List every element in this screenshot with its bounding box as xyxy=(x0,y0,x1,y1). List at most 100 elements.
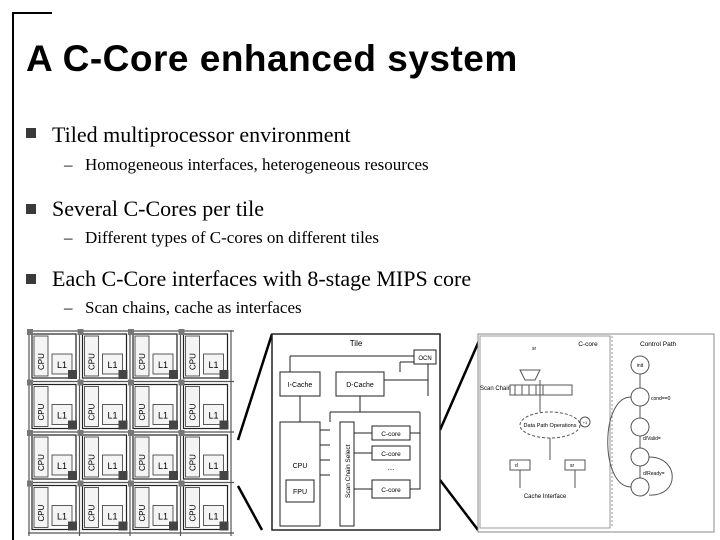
tile-cpu-block xyxy=(33,436,49,478)
tile-switch xyxy=(178,379,185,386)
tile-l1-label: L1 xyxy=(57,512,67,522)
tile-cpu-label: CPU xyxy=(88,353,97,370)
tile-switch xyxy=(27,480,33,487)
ccore-label: C-core xyxy=(381,451,401,458)
tile-cpu-label: CPU xyxy=(138,454,147,471)
sub-bullet-text: Scan chains, cache as interfaces xyxy=(85,298,302,317)
ocn-block xyxy=(413,349,437,365)
tile-router xyxy=(219,420,229,430)
tile-cpu-block xyxy=(185,487,200,528)
data-path-ops-label: Data Path Operations xyxy=(524,423,577,429)
tile-router xyxy=(68,521,77,531)
tile-router xyxy=(169,420,178,430)
tile-switch xyxy=(128,430,134,436)
tile-l1-label: L1 xyxy=(57,411,67,421)
tile-l1-label: L1 xyxy=(208,512,218,522)
state-label: d/Valid= xyxy=(643,436,661,442)
tile-l1-block xyxy=(51,454,73,476)
ccore-label: C-core xyxy=(381,487,401,494)
zoom-line xyxy=(438,333,484,431)
tile-l1-block xyxy=(51,404,73,425)
tile-cpu-block xyxy=(134,436,150,478)
tile-cpu-label: CPU xyxy=(37,403,46,420)
tile-cpu-block xyxy=(84,335,99,377)
tile-cpu-label: CPU xyxy=(189,454,198,471)
tile-router xyxy=(68,370,77,379)
tile-cpu-block xyxy=(33,386,49,427)
tile-l1-block xyxy=(152,454,174,476)
tile-router xyxy=(118,420,128,430)
tile-switch xyxy=(27,430,33,436)
bullet-text: Tiled multiprocessor environment xyxy=(52,122,351,147)
tile-l1-label: L1 xyxy=(107,461,117,471)
tile-cpu-block xyxy=(134,487,150,528)
tile-l1-block xyxy=(102,404,123,425)
sub-dash: – xyxy=(64,298,73,317)
cache-interface-label: Cache Interface xyxy=(524,494,567,500)
ccore-detail: C-core Control Path Scan Chain Data Path… xyxy=(477,333,715,533)
tile-cpu-block xyxy=(84,487,99,528)
tile-cpu-label: CPU xyxy=(37,353,46,370)
tile-cpu-block xyxy=(84,386,99,427)
tile-switch xyxy=(128,480,134,487)
bullet-marker xyxy=(26,204,36,214)
tile-l1-block xyxy=(51,505,73,526)
icache-block xyxy=(279,371,321,397)
tile-cpu-block xyxy=(134,386,150,427)
tile-router xyxy=(169,471,178,480)
ccore-label: C-core xyxy=(381,431,401,438)
frame-top-line xyxy=(12,12,52,14)
tile-switch xyxy=(27,379,33,386)
tile-l1-label: L1 xyxy=(158,360,168,370)
tile-cpu-label: CPU xyxy=(189,504,198,521)
tile-l1-label: L1 xyxy=(107,360,117,370)
tile-cpu-block xyxy=(134,335,150,377)
icache-label: I-Cache xyxy=(288,382,313,389)
tile-cpu-block xyxy=(185,386,200,427)
zoom-line xyxy=(236,333,274,441)
tile-l1-block xyxy=(152,505,174,526)
tile-switch xyxy=(128,379,134,386)
tile-l1-block xyxy=(203,454,224,476)
tile-cpu-label: CPU xyxy=(138,504,147,521)
tile-switch xyxy=(128,329,134,335)
tile-l1-block xyxy=(152,404,174,425)
scan-chain-select xyxy=(339,421,355,527)
tile-switch xyxy=(178,329,185,335)
sub-bullet-text: Different types of C-cores on different … xyxy=(85,228,379,247)
sub-dash: – xyxy=(64,155,73,174)
tile-cpu-label: CPU xyxy=(88,403,97,420)
tile-switch xyxy=(77,430,84,436)
tile-cpu-block xyxy=(185,335,200,377)
tile-l1-label: L1 xyxy=(107,411,117,421)
tile-switch xyxy=(77,480,84,487)
tile-l1-block xyxy=(102,353,123,375)
tile-router xyxy=(219,471,229,480)
tile-cpu-label: CPU xyxy=(138,403,147,420)
reg-label: sr xyxy=(532,346,537,352)
ccore-detail-title: C-core xyxy=(578,341,598,348)
control-path-label: Control Path xyxy=(640,341,677,348)
tile-l1-block xyxy=(203,505,224,526)
tile-l1-block xyxy=(152,353,174,375)
tile-l1-label: L1 xyxy=(158,461,168,471)
tile-router xyxy=(118,370,128,379)
cpu-label: CPU xyxy=(293,463,308,470)
ccore-ellipsis: ... xyxy=(388,463,395,472)
slide-title: A C-Core enhanced system xyxy=(26,38,518,79)
bullet-marker xyxy=(26,274,36,284)
tile-l1-block xyxy=(102,505,123,526)
bullet-text: Several C-Cores per tile xyxy=(52,196,264,221)
tile-cpu-block xyxy=(33,487,49,528)
state-label: d/Ready= xyxy=(643,471,665,477)
tile-title: Tile xyxy=(350,339,363,348)
tile-cpu-block xyxy=(185,436,200,478)
sub-dash: – xyxy=(64,228,73,247)
sub-bullet-text: Homogeneous interfaces, heterogeneous re… xyxy=(85,155,429,174)
tile-l1-block xyxy=(51,353,73,375)
tile-switch xyxy=(77,379,84,386)
tile-cpu-label: CPU xyxy=(189,353,198,370)
dcache-label: D-Cache xyxy=(346,382,374,389)
